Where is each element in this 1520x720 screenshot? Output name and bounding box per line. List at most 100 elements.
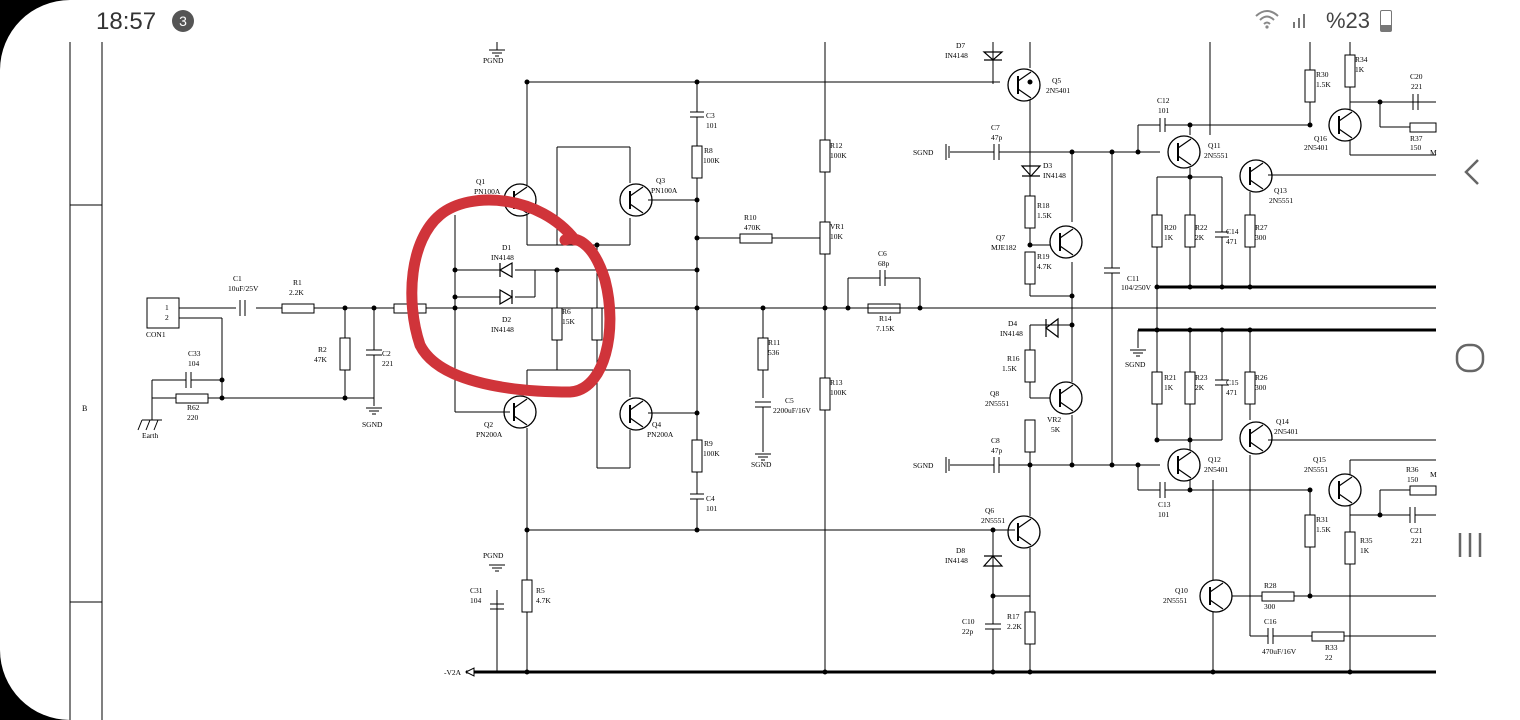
label: 1.5K: [1002, 364, 1017, 373]
battery-icon: [1380, 10, 1392, 32]
label: R30: [1316, 70, 1329, 79]
label: R31: [1316, 515, 1329, 524]
label: R13: [830, 378, 843, 387]
signal-icon: [1293, 14, 1305, 28]
label: 2N5551: [1304, 465, 1328, 474]
label: Q15: [1313, 455, 1326, 464]
label: 47p: [991, 133, 1003, 142]
label: C33: [188, 349, 201, 358]
label: R28: [1264, 581, 1277, 590]
label: 4.7K: [536, 596, 551, 605]
label: D1: [502, 243, 511, 252]
label: R10: [744, 213, 757, 222]
label: 2N5551: [1204, 151, 1228, 160]
label: 7.15K: [876, 324, 895, 333]
label: IN4148: [491, 253, 514, 262]
label: D3: [1043, 161, 1052, 170]
navigation-bar: [1440, 120, 1520, 600]
label: 2: [165, 313, 169, 322]
label: 100K: [703, 156, 720, 165]
label: Q16: [1314, 134, 1327, 143]
label: 22p: [962, 627, 974, 636]
label: IN4148: [1043, 171, 1066, 180]
label: 47K: [314, 355, 328, 364]
label: C7: [991, 123, 1000, 132]
label: 68p: [878, 259, 890, 268]
circle-icon[interactable]: [1440, 328, 1500, 388]
label: IN4148: [1000, 329, 1023, 338]
label: C12: [1157, 96, 1170, 105]
label: Q3: [656, 176, 665, 185]
label: PN100A: [474, 187, 501, 196]
label: Q14: [1276, 417, 1289, 426]
label: SGND: [913, 461, 934, 470]
label: PGND: [483, 56, 504, 65]
label: D8: [956, 546, 965, 555]
label: R34: [1355, 55, 1368, 64]
label: Q12: [1208, 455, 1221, 464]
label: CON1: [146, 330, 166, 339]
label: R14: [879, 314, 892, 323]
label: 2200uF/16V: [773, 406, 812, 415]
label: 22: [1325, 653, 1333, 662]
label: VR2: [1047, 415, 1061, 424]
label: C5: [785, 396, 794, 405]
label: R16: [1007, 354, 1020, 363]
label: M: [1430, 470, 1437, 479]
label: R35: [1360, 536, 1373, 545]
label: 471: [1226, 388, 1238, 397]
label: C31: [470, 586, 483, 595]
label: C2: [382, 349, 391, 358]
label: 221: [1411, 82, 1423, 91]
label: R19: [1037, 252, 1050, 261]
label: Q10: [1175, 586, 1188, 595]
label: 1K: [1164, 383, 1174, 392]
label: PN200A: [476, 430, 503, 439]
label: Q4: [652, 420, 661, 429]
label: PN100A: [651, 186, 678, 195]
label: 300: [1264, 602, 1276, 611]
label: 150: [1410, 143, 1422, 152]
label: 221: [1411, 536, 1423, 545]
label: Earth: [142, 431, 158, 440]
label: R20: [1164, 223, 1177, 232]
label: C14: [1226, 227, 1239, 236]
label: 1.5K: [1316, 80, 1331, 89]
label: 15K: [562, 317, 576, 326]
chevron-left-icon[interactable]: [1440, 142, 1500, 202]
label: 101: [1158, 106, 1170, 115]
label: 2N5551: [1163, 596, 1187, 605]
label: C21: [1410, 526, 1423, 535]
label: 2K: [1195, 233, 1205, 242]
label: 1K: [1360, 546, 1370, 555]
label: VR1: [830, 222, 844, 231]
label: 2N5401: [1304, 143, 1328, 152]
label: IN4148: [491, 325, 514, 334]
label: C1: [233, 274, 242, 283]
label: 101: [1158, 510, 1170, 519]
label: C16: [1264, 617, 1277, 626]
label: C8: [991, 436, 1000, 445]
label: 2N5401: [1274, 427, 1298, 436]
label: M: [1430, 148, 1437, 157]
label: R1: [293, 278, 302, 287]
label: 10uF/25V: [228, 284, 259, 293]
label: R17: [1007, 612, 1020, 621]
label: SGND: [751, 460, 772, 469]
label: R27: [1255, 223, 1268, 232]
label: C3: [706, 111, 715, 120]
label: IN4148: [945, 556, 968, 565]
label: 1: [165, 303, 169, 312]
label: 150: [1407, 475, 1419, 484]
label: Q6: [985, 506, 994, 515]
label: R37: [1410, 134, 1423, 143]
label: Q1: [476, 177, 485, 186]
label: Q5: [1052, 76, 1061, 85]
label: 220: [187, 413, 199, 422]
label: C10: [962, 617, 975, 626]
label: R26: [1255, 373, 1268, 382]
recents-icon[interactable]: [1440, 515, 1500, 575]
label: R5: [536, 586, 545, 595]
label: 101: [706, 504, 718, 513]
